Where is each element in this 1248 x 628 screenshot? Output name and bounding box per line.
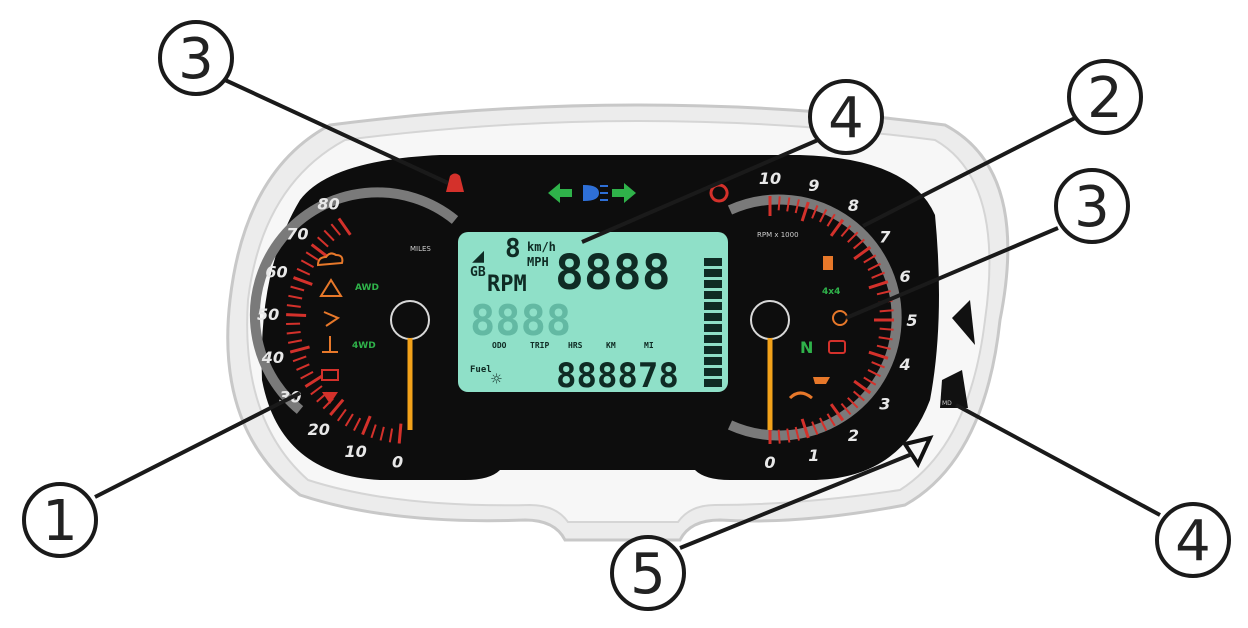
tachometer-tick-label: 6 xyxy=(899,267,910,286)
bar-segment xyxy=(704,324,722,332)
bar-segment xyxy=(704,346,722,354)
tachometer-tick-label: 2 xyxy=(848,426,859,445)
speedometer-tick-label: 50 xyxy=(257,305,279,324)
4wd-indicator: 4WD xyxy=(352,341,376,351)
speed-unit-bottom: MPH xyxy=(527,255,549,269)
callout-3: 3 xyxy=(160,22,232,94)
callout-number: 3 xyxy=(1074,175,1110,240)
bar-segment xyxy=(704,335,722,343)
tachometer-tick-label: 8 xyxy=(848,196,859,215)
mode-label: ODO xyxy=(492,341,507,350)
bar-segment xyxy=(704,357,722,365)
tachometer-tick xyxy=(779,430,780,444)
tachometer-tick xyxy=(779,196,780,210)
callout-3: 3 xyxy=(1056,170,1128,242)
callout-number: 1 xyxy=(42,489,78,554)
speedometer-tick-label: 80 xyxy=(317,195,339,214)
tachometer-tick-label: 10 xyxy=(759,169,781,188)
lcd-display: ◢ GB 8 km/h MPH RPM 8888 8888 ODO TRIP HRS… xyxy=(458,232,728,396)
speedometer-tick xyxy=(399,424,401,444)
svg-text:◢: ◢ xyxy=(472,243,484,267)
tachometer-tick-label: 4 xyxy=(898,355,910,374)
speed-digits: 8888 xyxy=(555,245,671,301)
tachometer-tick-label: 5 xyxy=(906,311,917,330)
tachometer-tick-label: 0 xyxy=(764,453,775,472)
bar-segment xyxy=(704,302,722,310)
speedometer-tick-label: 10 xyxy=(345,442,367,461)
bar-segment xyxy=(704,379,722,387)
callout-2: 2 xyxy=(1069,61,1141,133)
speedometer-tick-label: 0 xyxy=(392,452,403,471)
svg-text:8: 8 xyxy=(505,234,521,264)
mode-label: KM xyxy=(606,341,616,350)
speed-unit-top: km/h xyxy=(527,240,556,254)
callout-4: 4 xyxy=(1157,504,1229,576)
callout-number: 5 xyxy=(630,542,666,607)
callout-number: 4 xyxy=(1175,509,1211,574)
callout-number: 2 xyxy=(1087,66,1123,131)
awd-indicator: AWD xyxy=(355,283,379,293)
speedometer-tick-label: 60 xyxy=(265,262,287,281)
tachometer-tick-label: 9 xyxy=(808,176,819,195)
neutral-indicator: N xyxy=(800,338,813,357)
speedometer-tick-label: 70 xyxy=(286,225,308,244)
mode-label: TRIP xyxy=(530,341,549,350)
tachometer-tick xyxy=(880,329,894,330)
tachometer-tick xyxy=(880,310,894,311)
bar-segment xyxy=(704,313,722,321)
rpm-label: RPM xyxy=(487,272,527,297)
tachometer-tick-label: 1 xyxy=(808,446,819,465)
svg-text:MD: MD xyxy=(942,400,952,407)
svg-text:GB: GB xyxy=(470,265,486,280)
callout-number: 3 xyxy=(178,27,214,92)
bar-segment xyxy=(704,368,722,376)
fuel-pump-icon xyxy=(823,256,833,270)
tachometer-tick-label: 3 xyxy=(879,394,890,413)
bar-segment xyxy=(704,291,722,299)
speedometer-tick-label: 40 xyxy=(261,348,284,367)
callout-4: 4 xyxy=(810,81,882,153)
fuel-label: Fuel xyxy=(470,365,492,375)
callout-number: 4 xyxy=(828,86,864,151)
mode-label: HRS xyxy=(568,341,583,350)
bar-segment xyxy=(704,269,722,277)
speedometer-unit-label: MILES xyxy=(410,245,431,253)
4x4-indicator: 4x4 xyxy=(822,287,840,297)
odometer-digits: 888878 xyxy=(556,356,679,396)
speedometer-tick xyxy=(286,315,306,316)
mode-label: MI xyxy=(644,341,654,350)
bar-segment xyxy=(704,280,722,288)
tachometer-unit-label: RPM x 1000 xyxy=(757,231,799,239)
speedometer-tick-label: 20 xyxy=(308,420,330,439)
svg-text:☼: ☼ xyxy=(491,369,502,390)
callout-1: 1 xyxy=(24,484,96,556)
tachometer-tick-label: 7 xyxy=(879,228,891,247)
bar-segment xyxy=(704,258,722,266)
callout-5: 5 xyxy=(612,537,684,609)
middle-digits: 8888 xyxy=(470,296,571,345)
